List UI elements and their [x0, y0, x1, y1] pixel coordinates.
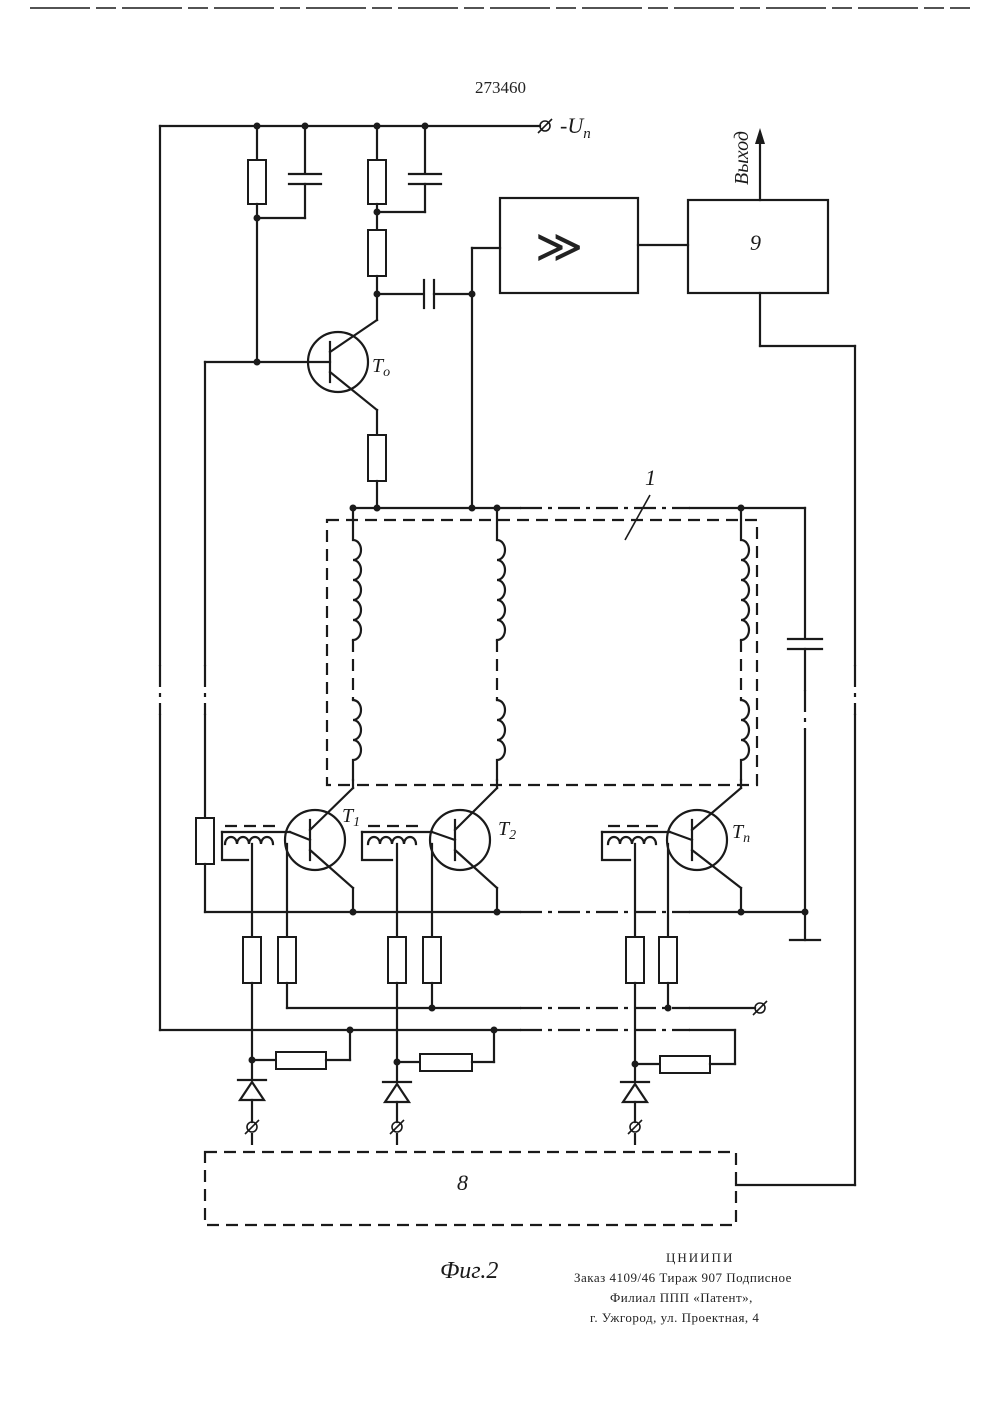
resistor: [626, 937, 644, 983]
inductor-column: [353, 508, 361, 780]
patent-number: 273460: [475, 78, 526, 97]
figure-caption: Фиг.2: [440, 1258, 498, 1285]
inductor-column: [741, 508, 749, 780]
resistor: [659, 937, 677, 983]
footer-line-1: Заказ 4109/46 Тираж 907 Подписное: [574, 1268, 880, 1288]
footer-line-2: Филиал ППП «Патент»,: [560, 1288, 880, 1308]
block-8: [205, 1152, 736, 1225]
resistor: [660, 1056, 710, 1073]
inductor-column: [497, 508, 505, 780]
block-9-label: 9: [750, 230, 761, 255]
block-1-label: 1: [645, 465, 656, 490]
stage-tn: [602, 780, 741, 937]
block-8-label: 8: [457, 1170, 468, 1195]
resistor: [423, 937, 441, 983]
resistor: [368, 230, 386, 276]
resistor: [248, 160, 266, 204]
t0-label: To: [372, 355, 390, 380]
output-label: Выход: [731, 131, 753, 185]
stage-t1: [222, 780, 353, 937]
t2-label: T2: [498, 818, 516, 843]
publication-footer: ЦНИИПИ Заказ 4109/46 Тираж 907 Подписное…: [560, 1248, 880, 1328]
transistor-t1: [285, 810, 345, 870]
footer-line-3: г. Ужгород, ул. Проектная, 4: [560, 1308, 880, 1328]
resistor: [243, 937, 261, 983]
transistor-t2: [430, 810, 490, 870]
footer-org: ЦНИИПИ: [560, 1248, 880, 1268]
resistor: [368, 435, 386, 481]
resistor: [420, 1054, 472, 1071]
resistor: [388, 937, 406, 983]
resistor: [196, 818, 214, 864]
amplifier-symbol: ≫: [535, 221, 583, 272]
t1-label: T1: [342, 805, 360, 830]
output-arrow: [755, 128, 765, 144]
resistor: [278, 937, 296, 983]
resistor: [276, 1052, 326, 1069]
resistor: [368, 160, 386, 204]
supply-label: -Uп: [560, 113, 591, 142]
block-1: [327, 520, 757, 785]
tn-label: Tn: [732, 821, 750, 846]
transistor-tn: [667, 810, 727, 870]
stage-t2: [362, 780, 497, 937]
